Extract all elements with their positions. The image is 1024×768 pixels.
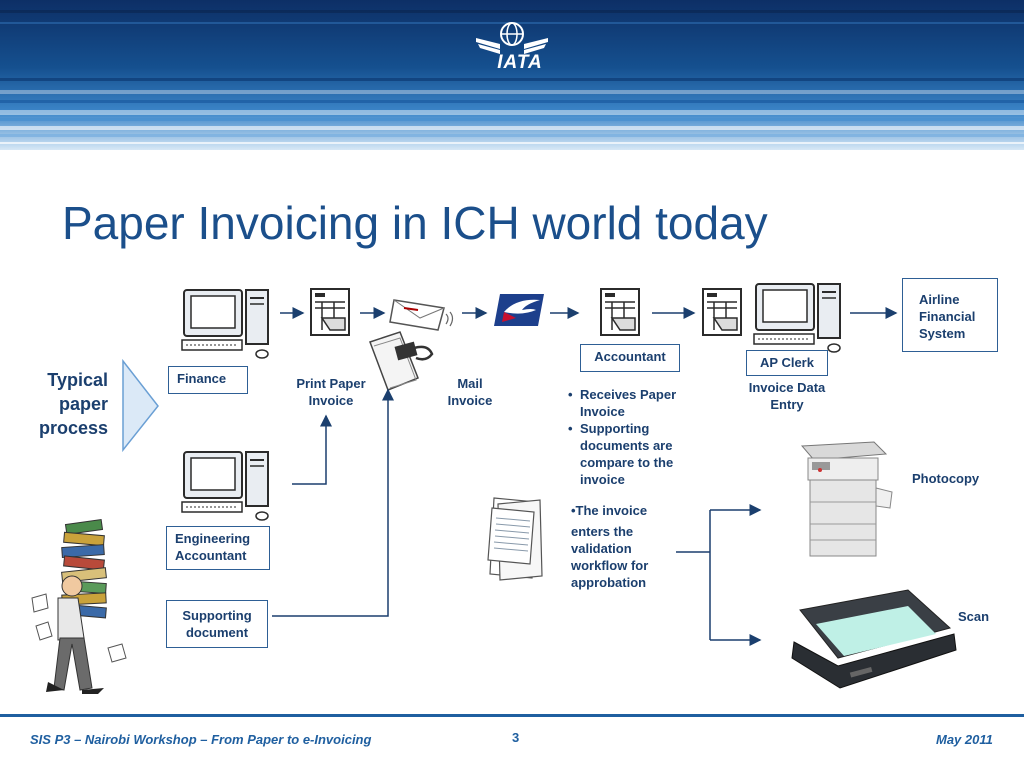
supporting-document-label: Supporting document <box>182 608 252 640</box>
process-chevron-shape <box>122 358 159 453</box>
note-receives-paper-invoice: Receives Paper Invoice <box>568 386 696 420</box>
invoice-data-entry-label: Invoice Data Entry <box>748 380 826 412</box>
page-title: Paper Invoicing in ICH world today <box>62 197 768 249</box>
finance-label: Finance <box>177 371 227 386</box>
finance-computer-icon <box>181 289 269 359</box>
workflow-note-line1: •The invoice <box>571 503 648 518</box>
footer-date: May 2011 <box>936 732 993 747</box>
accountant-invoice-form-icon <box>600 288 640 336</box>
mail-invoice-label: Mail Invoice <box>447 376 493 408</box>
ap-clerk-computer-icon <box>753 283 841 353</box>
ap-invoice-form-icon <box>702 288 742 336</box>
accountant-label: Accountant <box>594 349 666 364</box>
engineering-accountant-box: Engineering Accountant <box>166 526 270 570</box>
typical-process-label: Typical paper process <box>38 370 108 438</box>
airline-financial-system-label: Airline Financial System <box>919 292 976 341</box>
scan-label: Scan <box>958 609 990 624</box>
engineering-accountant-label: Engineering Accountant <box>175 531 251 563</box>
accountant-box: Accountant <box>580 344 680 372</box>
engineering-computer-icon <box>181 451 269 521</box>
header-banner <box>0 0 1024 150</box>
airline-financial-system-box: Airline Financial System <box>902 278 998 352</box>
invoice-form-icon <box>310 288 350 336</box>
usps-eagle-icon <box>494 294 544 326</box>
finance-box: Finance <box>168 366 248 394</box>
accountant-notes: Receives Paper Invoice Supporting docume… <box>566 386 696 488</box>
note-supporting-documents-compared: Supporting documents are compare to the … <box>568 420 696 488</box>
paper-stack-icon <box>487 497 543 581</box>
supporting-document-box: Supporting document <box>166 600 268 648</box>
person-carrying-files-icon <box>31 518 127 694</box>
photocopier-icon <box>800 441 893 557</box>
binder-clip-icon <box>369 331 434 391</box>
scanner-icon <box>791 589 957 689</box>
footer-divider <box>0 714 1024 717</box>
arrow-engineering-to-print <box>292 414 332 485</box>
envelope-icon <box>389 299 454 331</box>
footer-page-number: 3 <box>512 730 520 745</box>
iata-logo-text: IATA <box>497 52 543 73</box>
photocopy-label: Photocopy <box>912 471 980 486</box>
print-paper-invoice-label: Print Paper Invoice <box>296 376 366 408</box>
iata-globe-logo <box>476 22 548 54</box>
arrow-supporting-to-clip <box>272 388 394 617</box>
ap-clerk-label: AP Clerk <box>760 355 814 370</box>
workflow-note-body: enters the validation workflow for appro… <box>571 524 649 590</box>
ap-clerk-box: AP Clerk <box>746 350 828 376</box>
footer-workshop-title: SIS P3 – Nairobi Workshop – From Paper t… <box>30 732 372 747</box>
